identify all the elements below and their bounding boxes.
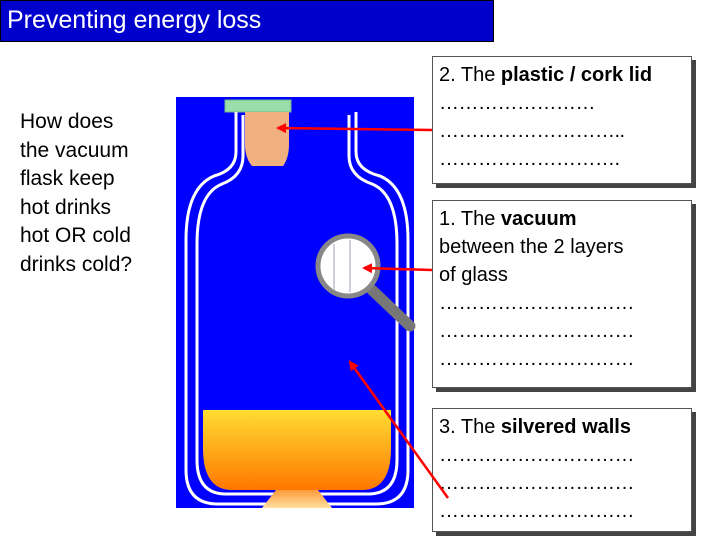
vacuum-text: between the 2 layers [439,236,624,258]
page-title: Preventing energy loss [7,6,262,34]
answer-line: ………………………… [439,292,635,314]
vacuum-text: of glass [439,264,508,286]
magnifier-handle [366,284,416,332]
lid-arrow [276,123,433,134]
answer-line: …………………… [439,92,596,114]
question-text: How does the vacuum flask keep hot drink… [20,108,160,279]
question-line: hot drinks [20,195,112,219]
vacuum-answer-box: 1. The vacuum between the 2 layers of gl… [432,200,692,388]
answer-line: ……………………….. [439,120,625,142]
vacuum-prefix: 1. The [439,208,501,230]
answer-line: ………………………… [439,348,635,370]
vacuum-arrow [362,263,433,274]
question-line: How does [20,110,114,133]
lid-keyword: plastic / cork lid [500,64,653,86]
lid-answer-box: 2. The plastic / cork lid …………………… ……………… [432,56,692,184]
walls-keyword: silvered walls [500,416,631,438]
question-line: flask keep [20,167,115,190]
title-bar: Preventing energy loss [0,0,494,42]
lid-prefix: 2. The [439,64,501,86]
walls-answer-box: 3. The silvered walls ………………………… …………………… [432,408,692,532]
vacuum-keyword: vacuum [500,208,577,230]
support-cone [262,490,332,508]
answer-line: ………………………. [439,148,620,170]
question-line: the vacuum [20,138,129,162]
question-line: drinks cold? [20,252,133,276]
walls-prefix: 3. The [439,416,501,438]
answer-line: ………………………… [439,444,635,466]
answer-line: ………………………… [439,320,635,342]
question-line: hot OR cold [20,224,131,247]
answer-line: ………………………… [439,472,635,494]
walls-arrow [348,360,450,499]
answer-line: ………………………… [439,500,635,522]
hot-liquid [203,410,391,490]
